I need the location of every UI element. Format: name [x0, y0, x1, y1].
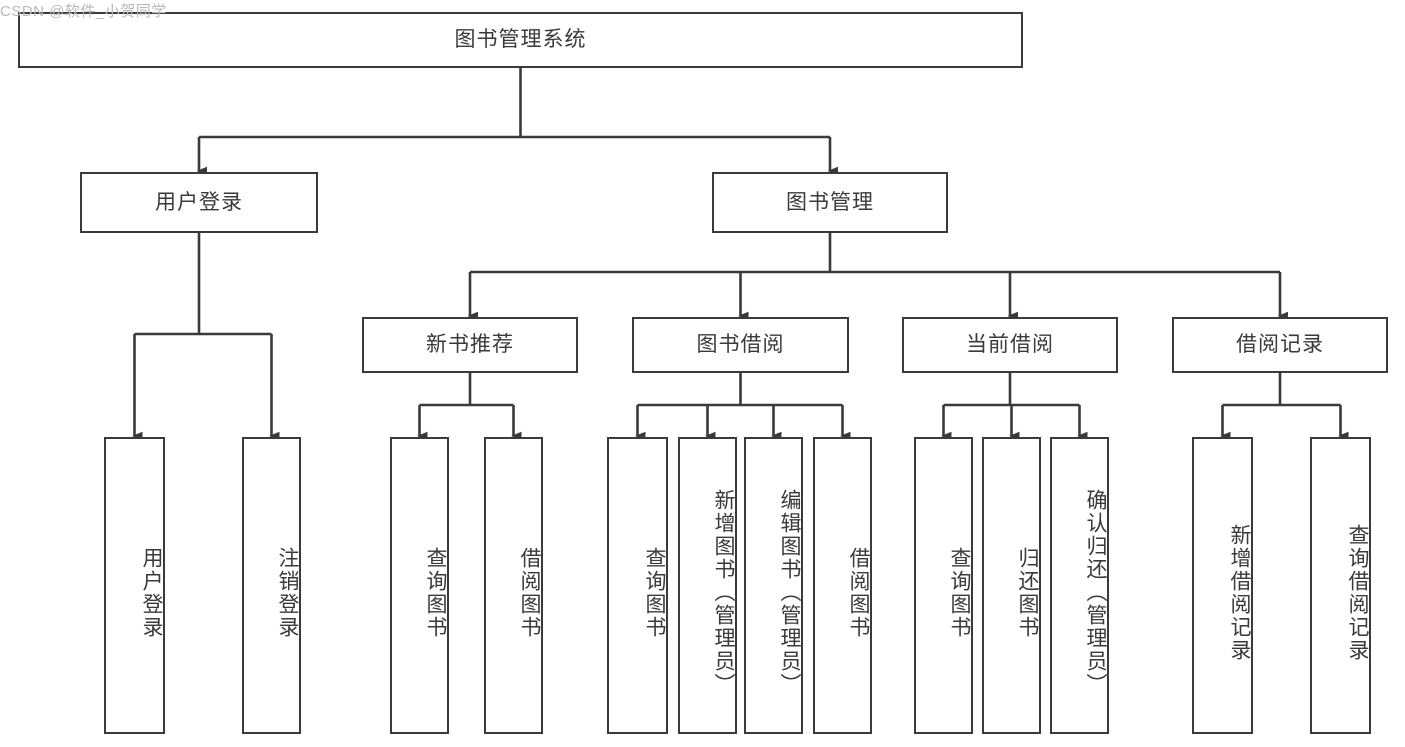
node-label: 新书推荐: [426, 333, 514, 357]
node-label: 图书管理: [786, 190, 874, 214]
node-label: 借阅记录: [1236, 333, 1324, 357]
node-label: 图书管理系统: [454, 28, 587, 52]
node-leaf-borrow-add[interactable]: 新增图书（管理员）: [678, 437, 737, 734]
node-label: 注销登录: [276, 546, 299, 639]
node-label: 归还图书: [1016, 546, 1039, 639]
node-label: 借阅图书: [518, 546, 541, 639]
node-label: 用户登录: [155, 190, 243, 214]
node-leaf-borrow-lend[interactable]: 借阅图书: [813, 437, 872, 734]
node-leaf-current-confirm[interactable]: 确认归还（管理员）: [1050, 437, 1109, 734]
watermark: CSDN @软件_小贺同学: [0, 3, 167, 20]
node-label: 新增借阅记录: [1228, 523, 1251, 662]
node-leaf-current-query[interactable]: 查询图书: [914, 437, 973, 734]
node-current[interactable]: 当前借阅: [902, 317, 1118, 373]
node-bookmgmt[interactable]: 图书管理: [712, 172, 948, 233]
node-label: 查询图书: [948, 546, 971, 639]
node-leaf-newbook-borrow[interactable]: 借阅图书: [484, 437, 543, 734]
node-leaf-newbook-query[interactable]: 查询图书: [390, 437, 449, 734]
node-leaf-user-login[interactable]: 用户登录: [104, 437, 165, 734]
node-label: 查询图书: [424, 546, 447, 639]
node-leaf-borrow-query[interactable]: 查询图书: [607, 437, 668, 734]
node-leaf-user-logout[interactable]: 注销登录: [242, 437, 301, 734]
node-label: 图书借阅: [696, 333, 785, 357]
node-label: 借阅图书: [847, 546, 870, 639]
node-record[interactable]: 借阅记录: [1172, 317, 1388, 373]
node-label: 新增图书（管理员）: [712, 489, 735, 696]
node-label: 编辑图书（管理员）: [778, 489, 801, 696]
node-root[interactable]: 图书管理系统: [18, 12, 1023, 68]
node-newbook[interactable]: 新书推荐: [362, 317, 578, 373]
node-login[interactable]: 用户登录: [80, 172, 318, 233]
node-leaf-current-return[interactable]: 归还图书: [982, 437, 1041, 734]
node-leaf-borrow-edit[interactable]: 编辑图书（管理员）: [744, 437, 803, 734]
node-label: 查询图书: [643, 546, 666, 639]
node-leaf-record-add[interactable]: 新增借阅记录: [1192, 437, 1253, 734]
node-leaf-record-query[interactable]: 查询借阅记录: [1310, 437, 1371, 734]
node-borrow[interactable]: 图书借阅: [632, 317, 849, 373]
node-label: 当前借阅: [966, 333, 1054, 357]
node-label: 确认归还（管理员）: [1084, 489, 1107, 696]
node-label: 查询借阅记录: [1346, 523, 1369, 662]
node-label: 用户登录: [140, 546, 163, 639]
